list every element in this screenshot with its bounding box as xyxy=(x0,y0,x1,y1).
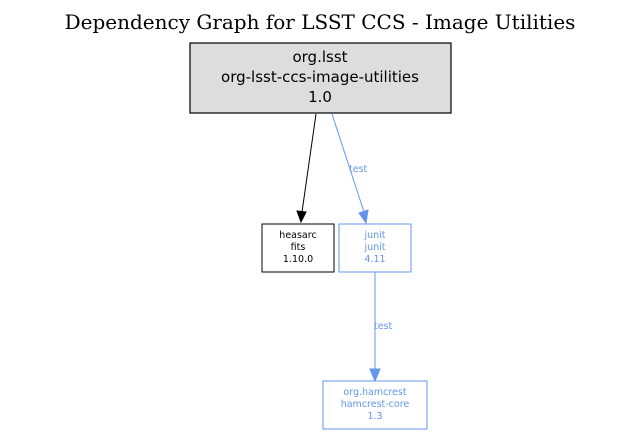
edge-root-fits xyxy=(296,113,317,224)
node-group: org.lsst xyxy=(292,48,347,66)
node-junit[interactable]: junit junit 4.11 xyxy=(338,223,412,273)
node-artifact: fits xyxy=(291,242,306,253)
edge-label: test xyxy=(349,164,368,175)
node-group: org.hamcrest xyxy=(343,387,406,398)
edge-junit-hamcrest: test xyxy=(369,272,393,383)
node-version: 1.3 xyxy=(367,411,382,422)
graph-title: Dependency Graph for LSST CCS - Image Ut… xyxy=(65,10,576,34)
node-version: 1.0 xyxy=(308,88,332,106)
arrowhead-icon xyxy=(296,210,307,224)
node-group: junit xyxy=(363,230,385,241)
node-group: heasarc xyxy=(279,230,316,241)
arrowhead-icon xyxy=(369,368,381,383)
node-version: 4.11 xyxy=(364,254,385,265)
node-artifact: hamcrest-core xyxy=(341,399,410,410)
node-artifact: junit xyxy=(363,242,385,253)
edge-label: test xyxy=(374,321,393,332)
arrowhead-icon xyxy=(358,209,369,225)
node-version: 1.10.0 xyxy=(283,254,313,265)
node-root[interactable]: org.lsst org-lsst-ccs-image-utilities 1.… xyxy=(189,42,452,114)
edge-root-junit: test xyxy=(331,113,369,225)
node-fits[interactable]: heasarc fits 1.10.0 xyxy=(261,223,335,273)
node-artifact: org-lsst-ccs-image-utilities xyxy=(221,68,419,86)
node-hamcrest[interactable]: org.hamcrest hamcrest-core 1.3 xyxy=(322,380,428,430)
